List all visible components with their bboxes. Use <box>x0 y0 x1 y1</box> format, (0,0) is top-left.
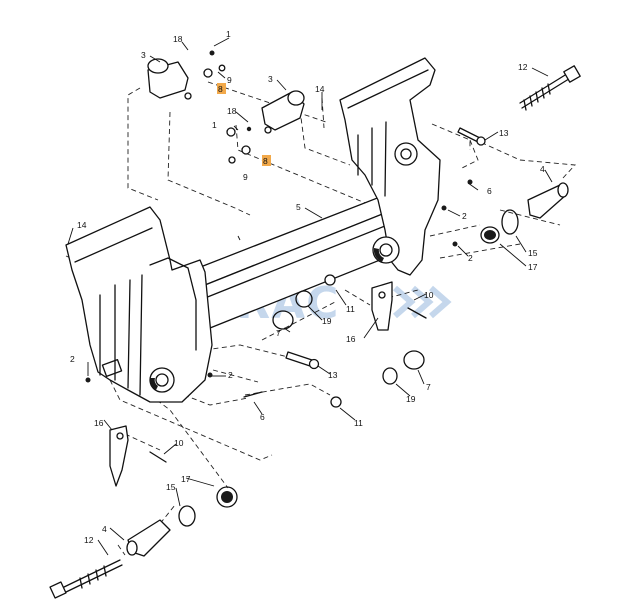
callout-15: 15 <box>528 248 538 258</box>
callout-6: 6 <box>260 412 265 422</box>
hitch-pin-lower <box>285 351 320 370</box>
callout-13: 13 <box>499 128 509 138</box>
sleeve-lower <box>126 519 171 557</box>
callout-16: 16 <box>346 334 356 344</box>
callout-11: 11 <box>346 304 355 314</box>
pivot-pin-center <box>261 90 305 134</box>
nut-upper <box>324 274 336 286</box>
callout-5: 5 <box>296 202 301 212</box>
long-bolt-lower <box>49 559 123 599</box>
bushing-ring-lower <box>216 486 238 508</box>
hitch-pin-upper <box>457 127 486 146</box>
callout-14: 14 <box>315 84 325 94</box>
callout-16: 16 <box>94 418 104 428</box>
callout-10: 10 <box>174 438 184 448</box>
bushing-lower <box>403 350 425 370</box>
callout-3: 3 <box>141 50 146 60</box>
callout-11: 11 <box>354 418 363 428</box>
callout-17: 17 <box>181 474 191 484</box>
right-side-plate <box>339 57 473 276</box>
callout-7: 7 <box>426 382 431 392</box>
callout-12: 12 <box>84 535 94 545</box>
callout-10: 10 <box>424 290 434 300</box>
snap-ring-lower <box>382 367 398 385</box>
callout-2: 2 <box>462 211 467 221</box>
callout-8: 8 <box>218 84 223 94</box>
callout-12: 12 <box>518 62 528 72</box>
long-bolt-upper <box>519 65 581 111</box>
bolt-lower <box>243 391 263 398</box>
callout-4: 4 <box>102 524 107 534</box>
washer-lower <box>178 505 196 527</box>
washer-upper <box>501 209 519 235</box>
callout-2: 2 <box>468 253 473 263</box>
retaining-pin-lower <box>149 451 167 463</box>
small-hardware-top <box>203 50 252 164</box>
callout-highlight-8b <box>262 155 271 166</box>
callout-8: 8 <box>263 156 268 166</box>
callout-15: 15 <box>166 482 176 492</box>
sleeve-upper <box>527 182 569 219</box>
nut-lower <box>330 396 342 408</box>
callout-13: 13 <box>328 370 338 380</box>
callout-9: 9 <box>227 75 232 85</box>
callout-9: 9 <box>243 172 248 182</box>
callout-19: 19 <box>406 394 416 404</box>
callout-17: 17 <box>528 262 538 272</box>
callout-14: 14 <box>77 220 87 230</box>
callout-highlight-8a <box>217 83 226 94</box>
latch-lower <box>109 425 129 487</box>
pivot-pin-left <box>147 58 192 100</box>
callout-3: 3 <box>268 74 273 84</box>
callout-18: 18 <box>173 34 183 44</box>
callout-7: 7 <box>276 328 281 338</box>
bushing-middle <box>272 310 294 330</box>
callout-4: 4 <box>540 164 545 174</box>
callout-18: 18 <box>227 106 237 116</box>
bushing-ring-upper-fill <box>484 230 496 240</box>
bushing-ring-upper <box>480 226 500 244</box>
callout-leader-lines <box>67 37 553 556</box>
bushing-ring-lower-fill <box>221 491 233 503</box>
callout-2: 2 <box>70 354 75 364</box>
left-side-plate <box>65 206 213 403</box>
retaining-pin-upper <box>407 307 427 319</box>
watermark-logo-icon <box>393 285 452 319</box>
callout-1: 1 <box>226 29 231 39</box>
callout-19: 19 <box>322 316 332 326</box>
callout-1: 1 <box>212 120 217 130</box>
callout-2: 2 <box>228 370 233 380</box>
latch-upper <box>371 281 393 331</box>
callout-6: 6 <box>487 186 492 196</box>
snap-ring-middle <box>295 290 313 308</box>
callout-numbers: 1 1 2 2 2 2 3 3 4 4 5 6 6 7 7 8 8 9 9 10… <box>70 29 545 545</box>
